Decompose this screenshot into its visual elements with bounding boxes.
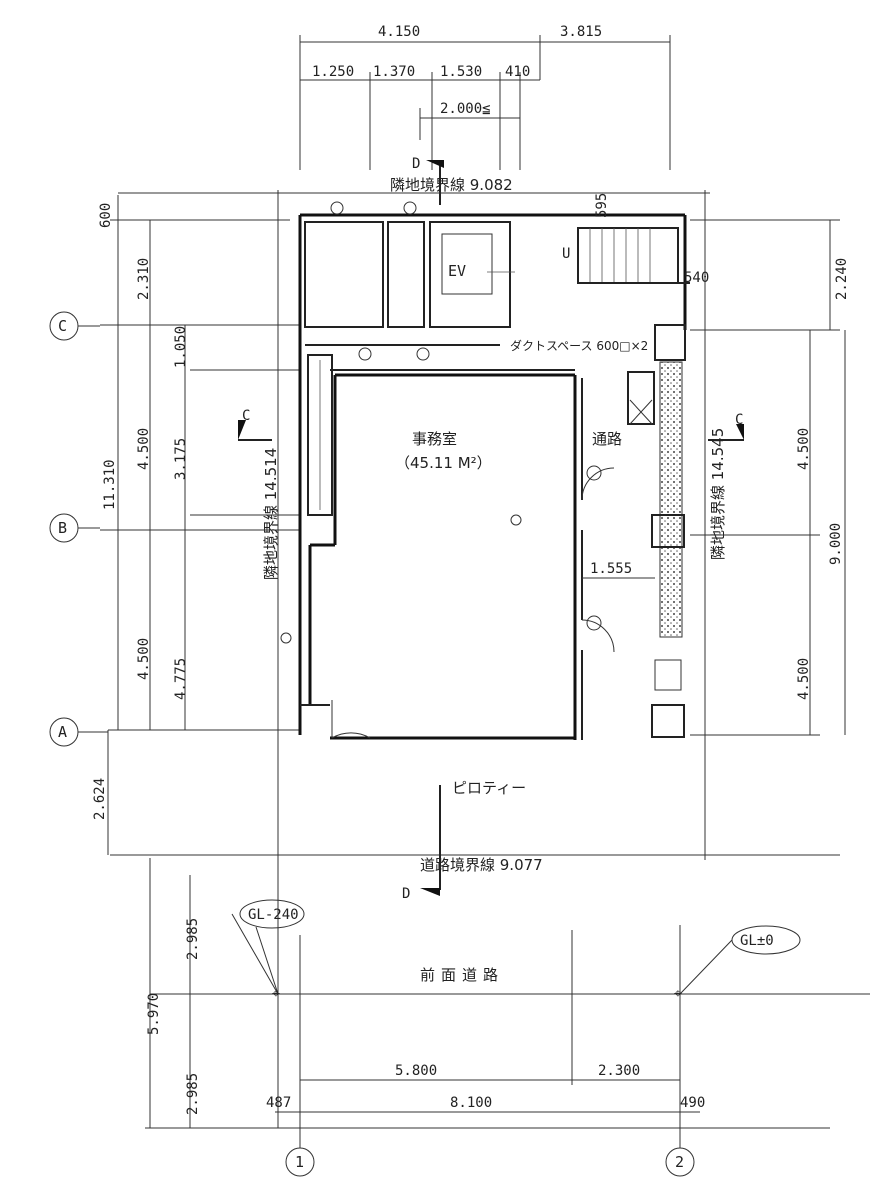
north-boundary-label: 隣地境界線 9.082 (390, 176, 513, 194)
top-dim-3815: 3.815 (560, 24, 602, 40)
road-lines (145, 858, 870, 1140)
road-label: 前面道路 (420, 966, 504, 984)
svg-text:1: 1 (295, 1153, 304, 1171)
gl-tag-left: GL-240 ⌖ (231, 899, 305, 1002)
south-boundary-label: 道路境界線 9.077 (420, 856, 543, 874)
svg-text:⌖: ⌖ (674, 986, 682, 1002)
right-dim-9000: 9.000 (828, 523, 844, 565)
left-dimension-lines (100, 195, 300, 855)
stair-up-label: U (562, 246, 570, 262)
left-dim-2624: 2.624 (92, 778, 108, 820)
right-dim-4500-lower: 4.500 (796, 658, 812, 700)
right-dimension-lines (690, 219, 846, 736)
svg-text:⌖: ⌖ (272, 986, 280, 1002)
west-boundary-label: 隣地境界線 14.514 (262, 448, 280, 580)
grid-bubble-2: 2 (665, 1140, 695, 1177)
left-dim-1050: 1.050 (173, 326, 189, 368)
left-dim-c-b-4500: 4.500 (136, 428, 152, 470)
building-walls (298, 213, 690, 740)
fixture-markers (280, 201, 602, 644)
svg-text:GL±0: GL±0 (740, 933, 774, 949)
svg-text:D: D (402, 886, 410, 902)
svg-text:GL-240: GL-240 (248, 907, 299, 923)
grid-bubble-1: 1 (285, 1140, 315, 1177)
corridor-label: 通路 (592, 430, 622, 448)
grid-bubble-c: C (49, 311, 100, 341)
road-dim-lower: 2.985 (185, 1073, 201, 1115)
top-dim-410: 410 (505, 64, 530, 80)
gl-tag-right: GL±0 ⌖ (674, 925, 801, 1002)
road-dim-487: 487 (266, 1095, 291, 1111)
right-dim-4500-upper: 4.500 (796, 428, 812, 470)
door-swings (331, 467, 615, 739)
svg-text:C: C (242, 408, 250, 424)
left-dim-600: 600 (98, 203, 114, 228)
right-dim-2240: 2.240 (834, 258, 850, 300)
pilotis-label: ピロティー (452, 779, 526, 797)
svg-text:B: B (58, 519, 67, 537)
road-dim-upper: 2.985 (185, 918, 201, 960)
left-dim-2310: 2.310 (136, 258, 152, 300)
grid-bubble-b: B (49, 513, 100, 543)
svg-text:C: C (58, 317, 67, 335)
road-dim-490: 490 (680, 1095, 705, 1111)
top-dim-2000: 2.000≦ (440, 101, 491, 117)
office-name: 事務室 (412, 430, 457, 448)
site-boundary (108, 190, 840, 860)
left-dim-b-a-4500: 4.500 (136, 638, 152, 680)
corner-dim-595: 595 (594, 193, 610, 218)
svg-text:D: D (412, 156, 420, 172)
road-dim-5800: 5.800 (395, 1063, 437, 1079)
road-dim-2300: 2.300 (598, 1063, 640, 1079)
section-mark-d-bottom: D (402, 886, 440, 902)
corridor-dim: 1.555 (590, 561, 632, 577)
east-boundary-label: 隣地境界線 14.545 (709, 428, 727, 560)
svg-text:A: A (58, 723, 67, 741)
svg-text:2: 2 (675, 1153, 684, 1171)
top-dim-1530: 1.530 (440, 64, 482, 80)
top-dim-1370: 1.370 (373, 64, 415, 80)
svg-text:C: C (735, 412, 743, 428)
left-dim-3175: 3.175 (173, 438, 189, 480)
grid-bubble-a: A (49, 717, 108, 747)
section-mark-c-west: C (238, 408, 272, 441)
section-mark-d-top: D (412, 156, 444, 205)
road-dim-8100: 8.100 (450, 1095, 492, 1111)
top-dimension-lines (299, 35, 671, 170)
section-mark-c-east: C (708, 412, 744, 441)
stair-gap-dim: 540 (684, 270, 709, 286)
left-dim-11310: 11.310 (102, 459, 118, 510)
top-dim-1250: 1.250 (312, 64, 354, 80)
office-area: （45.11 M²） (395, 454, 492, 472)
top-dim-4150: 4.150 (378, 24, 420, 40)
duct-space-label: ダクトスペース 600□×2 (510, 338, 648, 353)
left-dim-4775: 4.775 (173, 658, 189, 700)
elevator-label: EV (448, 262, 466, 280)
road-dim-total: 5.970 (146, 993, 162, 1035)
